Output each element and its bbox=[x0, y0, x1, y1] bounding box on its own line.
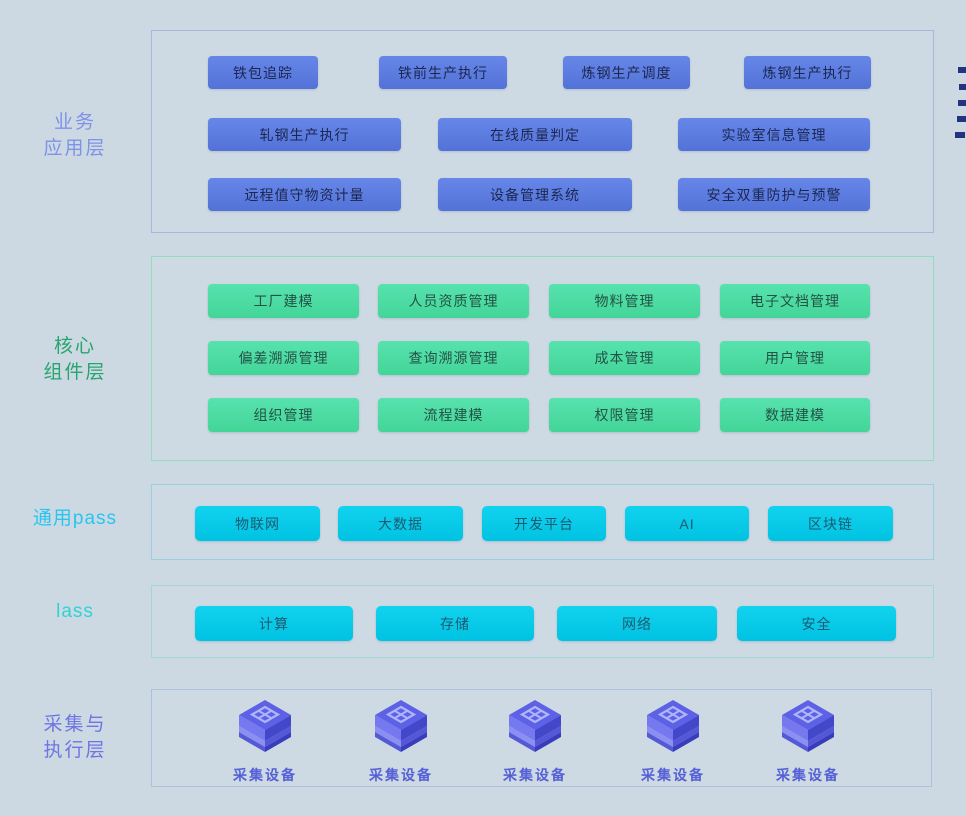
device-label: 采集设备 bbox=[369, 767, 433, 783]
app-button-remote-weighing[interactable]: 远程值守物资计量 bbox=[208, 178, 401, 211]
device-collection-5[interactable]: 采集设备 bbox=[738, 698, 878, 785]
iaas-button-security[interactable]: 安全 bbox=[737, 606, 896, 641]
device-collection-4[interactable]: 采集设备 bbox=[603, 698, 743, 785]
paas-button-blockchain[interactable]: 区块链 bbox=[768, 506, 893, 541]
app-button-safety-prevention[interactable]: 安全双重防护与预警 bbox=[678, 178, 870, 211]
device-label: 采集设备 bbox=[641, 767, 705, 783]
core-button-material-mgmt[interactable]: 物料管理 bbox=[549, 284, 700, 318]
device-label: 采集设备 bbox=[503, 767, 567, 783]
edge-mark bbox=[959, 84, 966, 90]
device-cube-icon bbox=[782, 700, 834, 752]
core-button-permission-mgmt[interactable]: 权限管理 bbox=[549, 398, 700, 432]
panel-business-application: 铁包追踪 铁前生产执行 炼钢生产调度 炼钢生产执行 轧钢生产执行 在线质量判定 … bbox=[151, 30, 934, 233]
device-cube-icon bbox=[509, 700, 561, 752]
edge-mark bbox=[958, 67, 966, 73]
layer-label-collection-execution: 采集与 执行层 bbox=[0, 712, 150, 764]
panel-general-paas: 物联网 大数据 开发平台 AI 区块链 bbox=[151, 484, 934, 560]
core-button-factory-modeling[interactable]: 工厂建模 bbox=[208, 284, 359, 318]
iaas-button-network[interactable]: 网络 bbox=[557, 606, 717, 641]
layer-label-line: 业务 bbox=[53, 112, 96, 133]
app-button-steelmaking-dispatch[interactable]: 炼钢生产调度 bbox=[563, 56, 690, 89]
app-button-ironmaking-execution[interactable]: 铁前生产执行 bbox=[379, 56, 507, 89]
device-cube-icon bbox=[647, 700, 699, 752]
edge-mark bbox=[958, 100, 966, 106]
device-label: 采集设备 bbox=[233, 767, 297, 783]
panel-collection-execution: 采集设备 采集设备 采集设备 bbox=[151, 689, 932, 787]
panel-core-components: 工厂建模 人员资质管理 物料管理 电子文档管理 偏差溯源管理 查询溯源管理 成本… bbox=[151, 256, 934, 461]
layer-label-core-components: 核心 组件层 bbox=[0, 334, 150, 386]
layer-label-line: lass bbox=[56, 601, 94, 622]
paas-button-ai[interactable]: AI bbox=[625, 506, 749, 541]
edge-mark bbox=[957, 116, 966, 122]
device-label: 采集设备 bbox=[776, 767, 840, 783]
device-cube-icon bbox=[375, 700, 427, 752]
paas-button-devplatform[interactable]: 开发平台 bbox=[482, 506, 606, 541]
core-button-user-mgmt[interactable]: 用户管理 bbox=[720, 341, 870, 375]
app-button-lab-information[interactable]: 实验室信息管理 bbox=[678, 118, 870, 151]
core-button-deviation-tracing[interactable]: 偏差溯源管理 bbox=[208, 341, 359, 375]
app-button-steelmaking-execution[interactable]: 炼钢生产执行 bbox=[744, 56, 871, 89]
device-cube-icon bbox=[239, 700, 291, 752]
app-button-online-quality[interactable]: 在线质量判定 bbox=[438, 118, 632, 151]
app-button-rolling-execution[interactable]: 轧钢生产执行 bbox=[208, 118, 401, 151]
app-button-equipment-management[interactable]: 设备管理系统 bbox=[438, 178, 632, 211]
layer-label-business-application: 业务 应用层 bbox=[0, 110, 150, 162]
layer-label-line: 组件层 bbox=[43, 362, 107, 383]
device-collection-1[interactable]: 采集设备 bbox=[195, 698, 335, 785]
paas-button-bigdata[interactable]: 大数据 bbox=[338, 506, 463, 541]
iaas-button-storage[interactable]: 存储 bbox=[376, 606, 534, 641]
edge-mark bbox=[955, 132, 965, 138]
layer-label-line: 核心 bbox=[53, 336, 96, 357]
paas-button-iot[interactable]: 物联网 bbox=[195, 506, 320, 541]
layer-label-line: 采集与 bbox=[43, 714, 107, 735]
layer-label-line: 执行层 bbox=[43, 740, 107, 761]
core-button-cost-mgmt[interactable]: 成本管理 bbox=[549, 341, 700, 375]
layer-label-line: 应用层 bbox=[43, 138, 107, 159]
core-button-personnel-quality[interactable]: 人员资质管理 bbox=[378, 284, 529, 318]
core-button-data-modeling[interactable]: 数据建模 bbox=[720, 398, 870, 432]
core-button-query-tracing[interactable]: 查询溯源管理 bbox=[378, 341, 529, 375]
core-button-edoc-mgmt[interactable]: 电子文档管理 bbox=[720, 284, 870, 318]
layer-label-line: 通用pass bbox=[32, 508, 118, 529]
layer-label-general-paas: 通用pass bbox=[0, 506, 150, 532]
core-button-org-mgmt[interactable]: 组织管理 bbox=[208, 398, 359, 432]
app-button-ladle-tracking[interactable]: 铁包追踪 bbox=[208, 56, 318, 89]
panel-iaas: 计算 存储 网络 安全 bbox=[151, 585, 934, 658]
core-button-process-modeling[interactable]: 流程建模 bbox=[378, 398, 529, 432]
iaas-button-compute[interactable]: 计算 bbox=[195, 606, 353, 641]
layer-label-iaas: lass bbox=[0, 599, 150, 625]
device-collection-3[interactable]: 采集设备 bbox=[465, 698, 605, 785]
device-collection-2[interactable]: 采集设备 bbox=[331, 698, 471, 785]
